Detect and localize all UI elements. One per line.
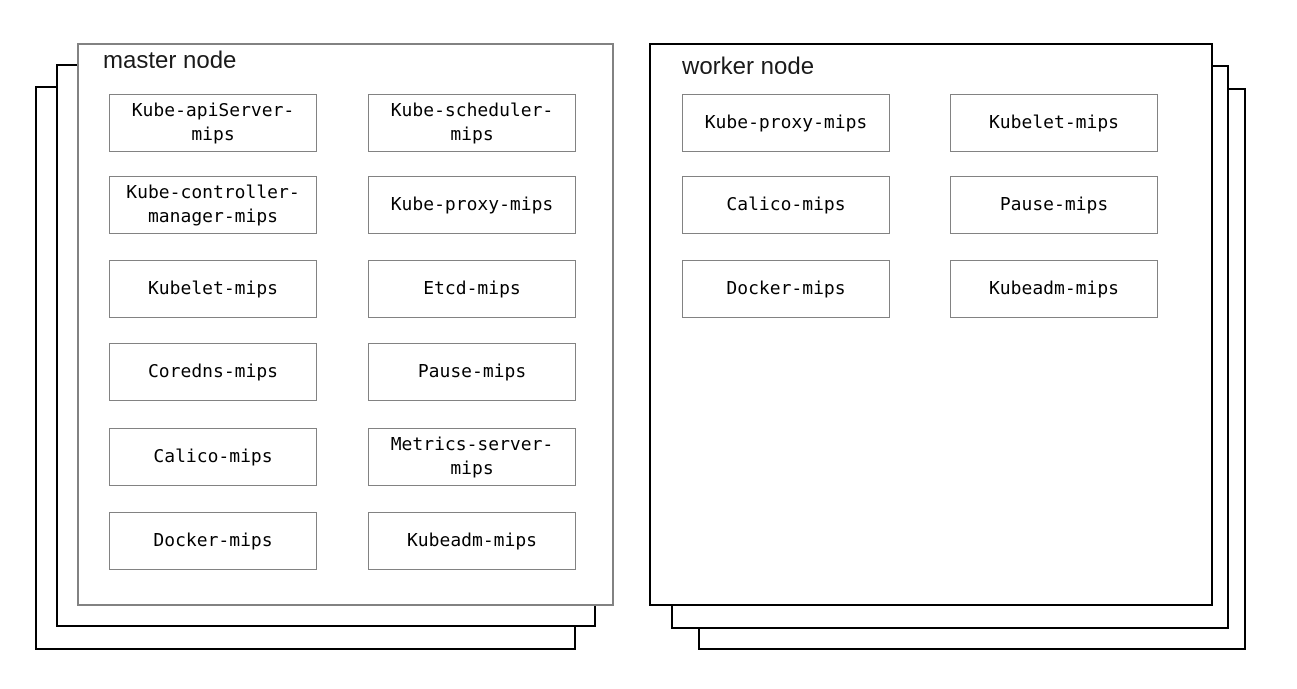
box-master-docker-mips: Docker-mips [109,512,317,570]
box-worker-docker-mips: Docker-mips [682,260,890,318]
box-worker-pause-mips: Pause-mips [950,176,1158,234]
box-kube-apiserver-mips: Kube-apiServer-mips [109,94,317,152]
worker-node-title: worker node [682,53,815,80]
box-etcd-mips: Etcd-mips [368,260,576,318]
box-worker-kubelet-mips: Kubelet-mips [950,94,1158,152]
box-worker-calico-mips: Calico-mips [682,176,890,234]
box-coredns-mips: Coredns-mips [109,343,317,401]
box-kube-controller-manager-mips: Kube-controller-manager-mips [109,176,317,234]
box-metrics-server-mips: Metrics-server-mips [368,428,576,486]
box-kube-scheduler-mips: Kube-scheduler-mips [368,94,576,152]
box-worker-kubeadm-mips: Kubeadm-mips [950,260,1158,318]
box-worker-kube-proxy-mips: Kube-proxy-mips [682,94,890,152]
master-node-title: master node [103,47,237,74]
master-node-panel: master node Kube-apiServer-mips Kube-sch… [77,43,614,606]
box-master-kubelet-mips: Kubelet-mips [109,260,317,318]
box-master-kubeadm-mips: Kubeadm-mips [368,512,576,570]
box-master-calico-mips: Calico-mips [109,428,317,486]
box-master-pause-mips: Pause-mips [368,343,576,401]
box-master-kube-proxy-mips: Kube-proxy-mips [368,176,576,234]
worker-node-panel: worker node Kube-proxy-mips Kubelet-mips… [649,43,1213,606]
